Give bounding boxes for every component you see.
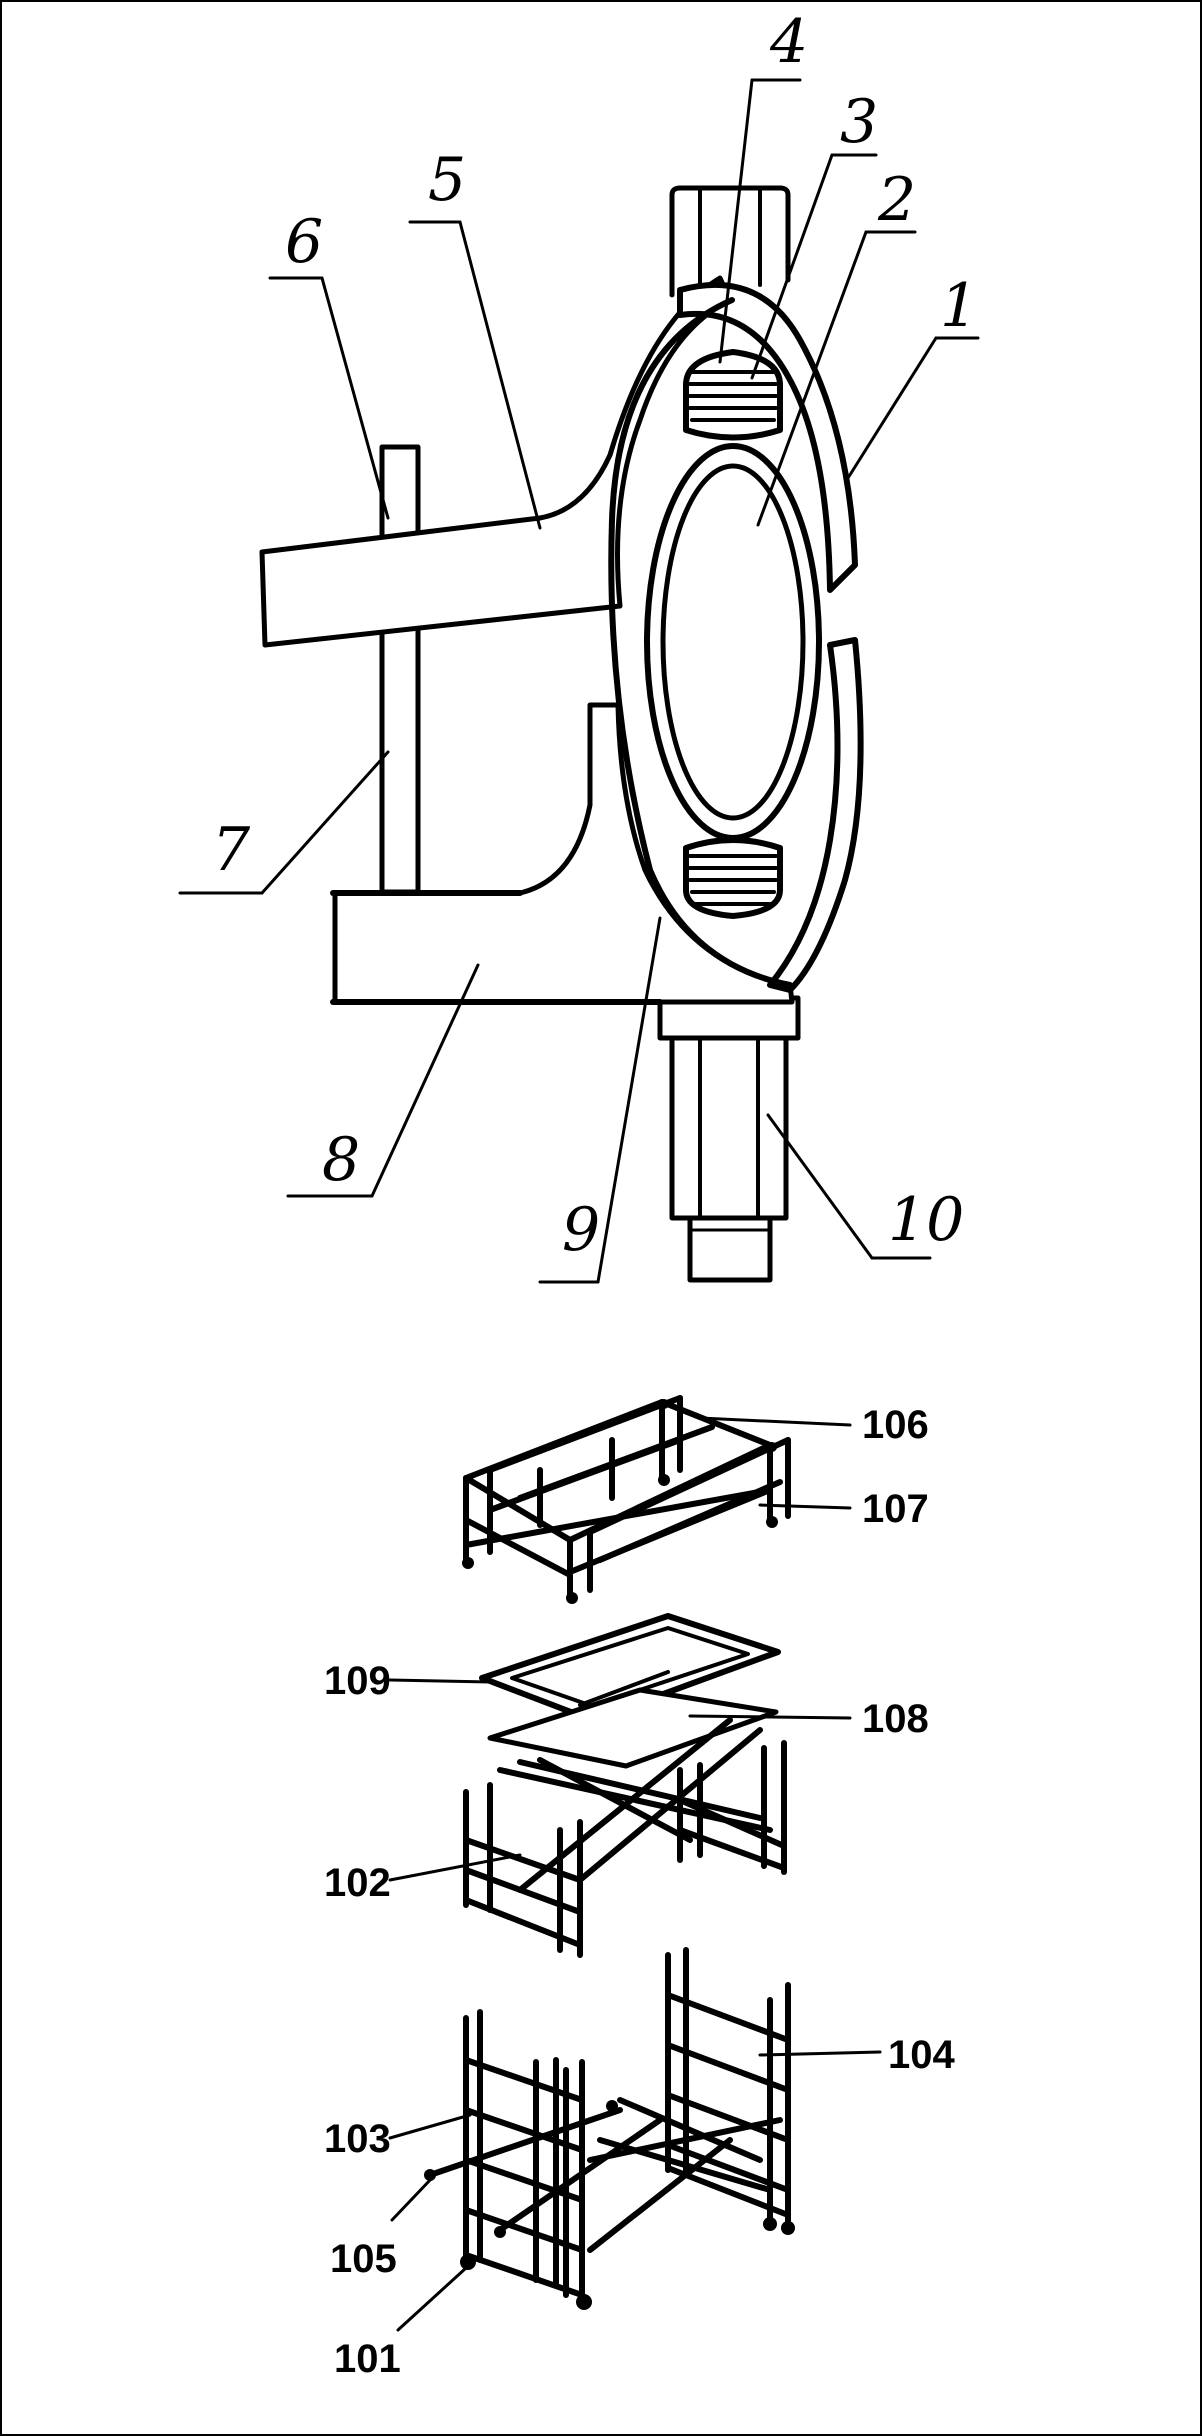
label-106: 106 — [862, 1403, 929, 1447]
figure-b-labels: 106 107 109 108 102 104 103 105 101 — [324, 1403, 955, 2381]
label-6: 6 — [285, 207, 323, 277]
label-10: 10 — [888, 1185, 964, 1255]
middle-frame-assembly — [463, 1717, 787, 1958]
platform-tray-109 — [479, 1613, 781, 1723]
figure-a-clamp-section: 1 2 3 4 5 6 7 8 9 10 — [178, 7, 980, 1284]
label-102: 102 — [324, 1861, 391, 1905]
figure-b-leader-lines — [388, 1416, 882, 2332]
label-5: 5 — [428, 145, 466, 215]
part-3-4-spring-pads — [683, 349, 783, 919]
label-1: 1 — [940, 271, 978, 341]
figure-a-leader-lines — [178, 78, 980, 1284]
label-108: 108 — [862, 1697, 929, 1741]
label-9: 9 — [562, 1195, 600, 1265]
label-109: 109 — [324, 1659, 391, 1703]
top-frame-assembly — [463, 1395, 791, 1598]
label-7: 7 — [212, 815, 251, 885]
top-frame-casters — [462, 1399, 778, 1604]
part-10-bolt — [657, 185, 801, 1283]
label-4: 4 — [769, 7, 808, 77]
part-1-clamp-body — [608, 281, 864, 993]
figure-b-scaffold-exploded: 106 107 109 108 102 104 103 105 101 — [324, 1395, 955, 2381]
bottom-frame-assembly — [427, 1947, 791, 2303]
label-8: 8 — [322, 1125, 360, 1195]
label-101: 101 — [334, 2337, 401, 2381]
label-3: 3 — [840, 87, 878, 157]
label-103: 103 — [324, 2117, 391, 2161]
label-2: 2 — [877, 165, 916, 235]
label-107: 107 — [862, 1487, 929, 1531]
figure-a-labels: 1 2 3 4 5 6 7 8 9 10 — [212, 7, 978, 1265]
plate-108 — [487, 1687, 779, 1769]
label-105: 105 — [330, 2237, 397, 2281]
part-2-pipe — [644, 443, 822, 841]
label-104: 104 — [888, 2033, 955, 2077]
